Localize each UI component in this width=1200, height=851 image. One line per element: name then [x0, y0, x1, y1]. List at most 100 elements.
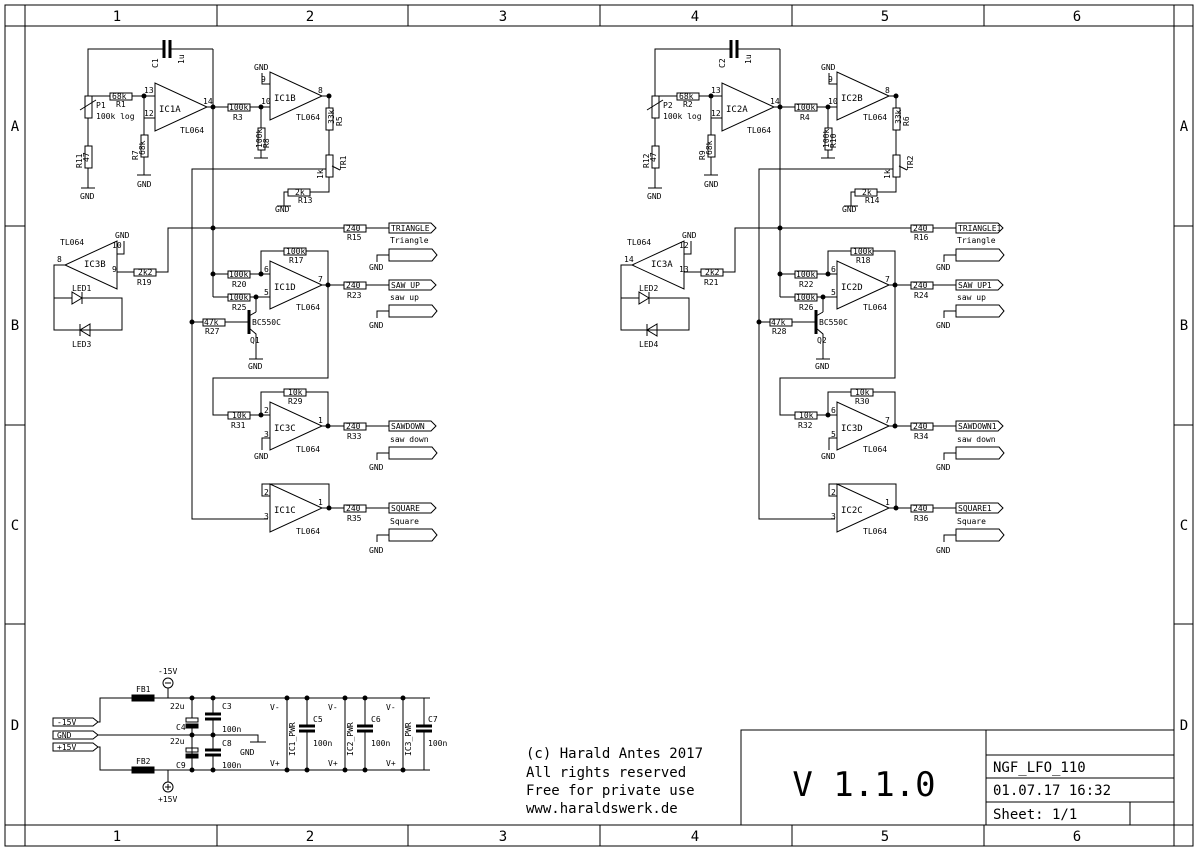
port-gnd: [52, 730, 99, 740]
out-sd-connector: [955, 446, 1005, 460]
wire-r-tr-gnd: [850, 191, 855, 206]
res-r-b-fb-value: 33k: [894, 109, 903, 124]
out-sq-text: Square: [390, 517, 419, 526]
port-sq-label: SQUARE: [391, 504, 420, 513]
res-led-value: 2k2: [705, 268, 720, 277]
opamp-a-type: TL064: [747, 126, 771, 135]
wire-saw-fb-right: [306, 250, 329, 285]
wire-sd-feed: [779, 285, 896, 416]
wire-sd-fb: [827, 391, 851, 415]
wire-tri-gnd: [376, 254, 389, 262]
c7-value: 100n: [428, 739, 447, 748]
res-led-label: R19: [137, 278, 152, 287]
col-label-3-bottom: 3: [499, 829, 507, 845]
fb1-label: FB1: [136, 685, 151, 694]
c6-label: C6: [371, 715, 381, 724]
pin-led-b: 8: [57, 255, 62, 264]
pot-p-value: 100k log: [663, 112, 702, 121]
pin-led-a: 12: [679, 241, 689, 250]
trimmer-tr: [892, 154, 901, 178]
trimmer-tr: [325, 154, 334, 178]
wire-saw-fb: [827, 250, 851, 274]
pot-p-label: P1: [96, 101, 106, 110]
wire-saw-gnd: [376, 310, 389, 318]
row-label-d-right: D: [1180, 718, 1188, 734]
col-label-4-bottom: 4: [691, 829, 699, 845]
q-emitter: [815, 327, 824, 346]
c8-label: C8: [222, 739, 232, 748]
gnd-label-2: GND: [137, 180, 152, 189]
ic2-vplus: V+: [328, 759, 338, 768]
res-saw-fb-value: 100k: [853, 247, 872, 256]
opamp-a-label: IC1A: [159, 105, 181, 115]
col-label-4: 4: [691, 9, 699, 25]
wire-tr-bottom: [877, 177, 897, 193]
col-label-2-bottom: 2: [306, 829, 314, 845]
pin-a-out: 14: [770, 97, 780, 106]
gnd-label-sd2: GND: [369, 463, 384, 472]
opamp-a: [154, 82, 209, 132]
port-sq-label: SQUARE1: [958, 504, 992, 513]
col-label-1: 1: [113, 9, 121, 25]
wire-wiper-feedback: [191, 168, 326, 520]
trimmer-arrow: [898, 165, 908, 171]
pin-sd-a: 2: [264, 406, 269, 415]
led-b-symbol: [646, 323, 658, 337]
wire-tr-bottom: [310, 177, 330, 193]
row-label-c: C: [11, 518, 19, 534]
row-label-c-right: C: [1180, 518, 1188, 534]
drawing-name: NGF_LFO_110: [993, 760, 1086, 776]
res-tri-label: R15: [347, 233, 362, 242]
res-q-value: 47k: [771, 318, 786, 327]
gnd-label-sd: GND: [254, 452, 269, 461]
res-saw-in-value: 100k: [229, 270, 248, 279]
port-saw-label: SAW_UP: [391, 281, 420, 290]
out-triangle-text: Triangle: [957, 236, 996, 245]
q-collector: [815, 311, 824, 317]
gnd-label-sq: GND: [936, 546, 951, 555]
port-plus15v: [52, 742, 99, 752]
pin-b-out: 8: [318, 86, 323, 95]
col-label-6: 6: [1073, 9, 1081, 25]
out-saw-connector: [388, 304, 438, 318]
out-sd-connector: [388, 446, 438, 460]
c3-value: 100n: [222, 725, 241, 734]
q-type: BC550C: [819, 318, 848, 327]
pin-sq-b: 3: [831, 512, 836, 521]
opamp-saw: [269, 260, 324, 310]
row-label-a-right: A: [1180, 119, 1189, 135]
port-minus15v-label: -15V: [57, 718, 76, 727]
copyright-line-2: All rights reserved: [526, 765, 686, 781]
res-sd-out-label: R33: [347, 432, 362, 441]
res-sq-out-value: 240: [913, 504, 928, 513]
wire-sd-feed: [212, 285, 329, 416]
pot-p-label: P2: [663, 101, 673, 110]
port-triangle: [388, 222, 437, 234]
trimmer-tr-value: 1k: [883, 169, 892, 179]
res-saw-in-label: R22: [799, 280, 814, 289]
pot-p-value: 100k log: [96, 112, 135, 121]
pin-sd-a: 6: [831, 406, 836, 415]
copyright-text: (c) Harald Antes 2017 All rights reserve…: [526, 746, 703, 817]
res-saw-out-value: 240: [913, 281, 928, 290]
wire-r-tr-gnd: [283, 191, 288, 206]
out-saw-connector: [955, 304, 1005, 318]
res-r-in-label: R1: [116, 100, 126, 109]
wire-sd-out-gnd: [376, 452, 389, 460]
q-label: Q2: [817, 336, 827, 345]
res-sd-fb-label: R29: [288, 397, 303, 406]
res-r-in-value: 68k: [679, 92, 694, 101]
pin-saw-o: 7: [885, 275, 890, 284]
wire-saw-fb-right: [873, 250, 896, 285]
res-r-top-value: 47: [649, 152, 658, 162]
q-collector: [248, 311, 257, 317]
pin-b-gnd: 9: [261, 75, 266, 84]
res-saw-fb-label: R18: [856, 256, 871, 265]
junction: [326, 93, 332, 99]
col-label-3: 3: [499, 9, 507, 25]
res-r-gnd-value: 68k: [138, 140, 147, 155]
res-q-label: R28: [772, 327, 787, 336]
q-type: BC550C: [252, 318, 281, 327]
out-triangle-connector: [388, 248, 438, 262]
version-text: V 1.1.0: [792, 765, 935, 805]
